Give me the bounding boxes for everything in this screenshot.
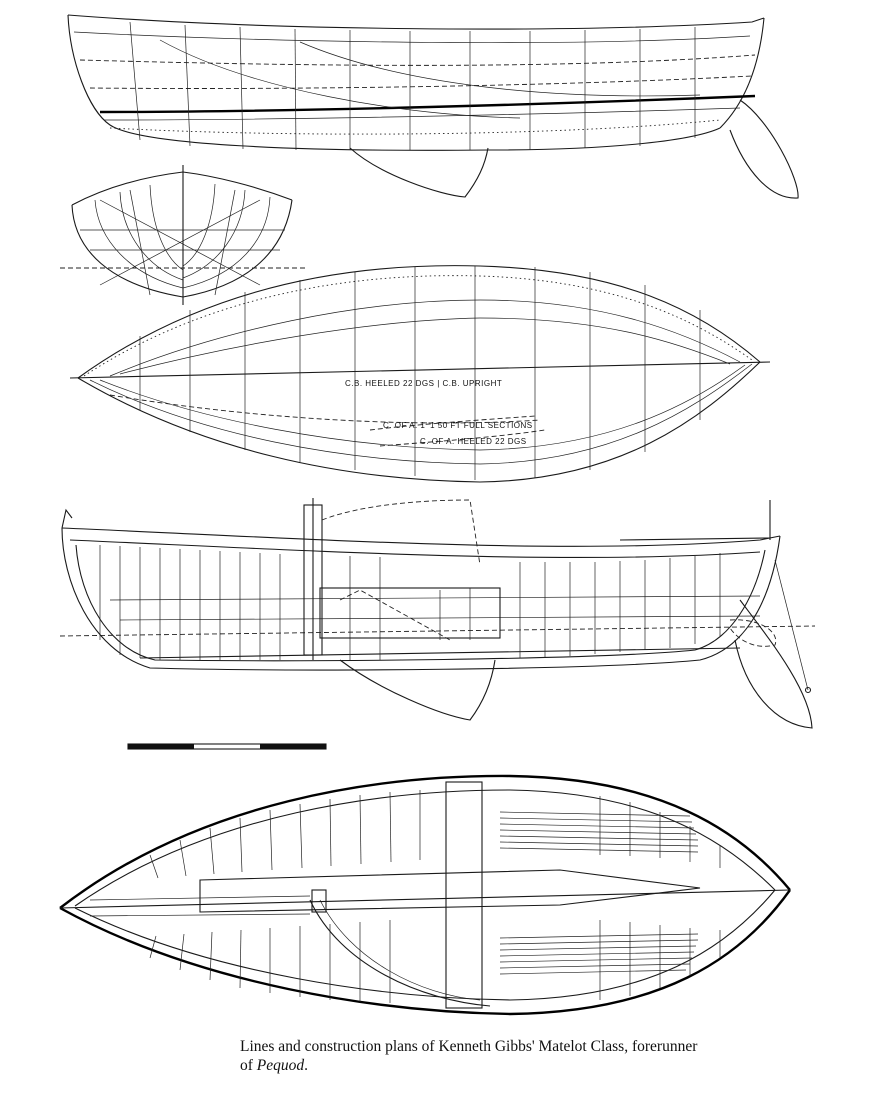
scale-bar	[127, 743, 327, 750]
cb-heeled-label: C.B. HEELED 22 DGS | C.B. UPRIGHT	[345, 379, 502, 388]
figure-caption: Lines and construction plans of Kenneth …	[240, 1037, 880, 1075]
caption-boat-name: Pequod	[256, 1057, 305, 1074]
caption-line-2: of Pequod.	[240, 1057, 309, 1074]
construction-profile	[59, 498, 816, 729]
hull-profile-lines	[67, 14, 799, 199]
construction-plan-view	[59, 774, 791, 1016]
body-plan-sections	[60, 165, 305, 305]
coa-full-sections-label: C. OF A. 1' 1 50 FT FULL SECTIONS	[383, 421, 533, 430]
half-breadth-plan: C.B. HEELED 22 DGS | C.B. UPRIGHT C. OF …	[69, 265, 771, 483]
coa-heeled-label: C. OF A. HEELED 22 DGS	[420, 437, 527, 446]
caption-line-1: Lines and construction plans of Kenneth …	[240, 1038, 698, 1055]
